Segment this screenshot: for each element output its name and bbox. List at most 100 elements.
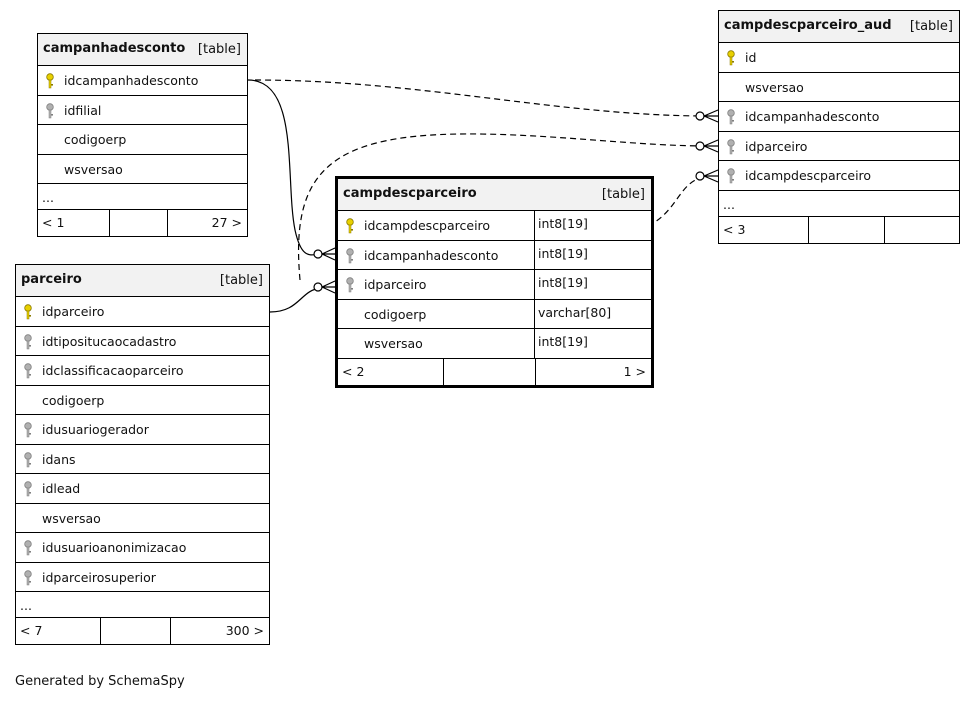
column-row[interactable]: idcampanhadesconto: [38, 66, 247, 96]
column-list: idcampdescparceiro int8[19]idcampanhadesc…: [338, 211, 651, 359]
column-row[interactable]: idans: [16, 445, 269, 474]
column-name: codigoerp: [64, 132, 127, 147]
column-list: idparceiro idtipositucaocadastro idclassif…: [16, 297, 269, 592]
primary-key-icon: [345, 218, 355, 234]
crowfoot-marker-3: [695, 109, 719, 123]
table-footer: < 3: [719, 216, 959, 243]
column-row[interactable]: idcampanhadesconto: [719, 102, 959, 132]
column-row[interactable]: codigoerp: [16, 386, 269, 415]
parents-count[interactable]: < 3: [723, 221, 746, 237]
table-footer: < 2 1 >: [338, 358, 651, 385]
foreign-key-icon: [23, 422, 33, 438]
column-row[interactable]: idcampdescparceiro int8[19]: [338, 211, 651, 241]
primary-key-icon: [23, 304, 33, 320]
foreign-key-icon: [23, 333, 33, 350]
table-type: [table]: [197, 42, 241, 57]
column-name: idparceiro: [42, 304, 105, 319]
column-name: idcampanhadesconto: [64, 73, 199, 88]
column-row[interactable]: idfilial: [38, 96, 247, 125]
foreign-key-icon: [45, 102, 55, 119]
children-count[interactable]: 300 >: [225, 623, 264, 638]
foreign-key-icon: [726, 168, 736, 184]
table-campanhadesconto[interactable]: campanhadesconto [table] idcampanhadesco…: [37, 33, 248, 237]
edge-campdescparceiro-aud: [647, 175, 709, 227]
column-name: idparceirosuperior: [42, 569, 156, 585]
table-type: [table]: [909, 19, 953, 34]
column-name: idcampdescparceiro: [745, 168, 872, 183]
edge-parceiro-campdescparceiro: [269, 287, 322, 313]
table-campdescparceiro-aud[interactable]: campdescparceiro_aud [table] id wsversao i…: [718, 10, 960, 244]
table-name: campdescparceiro: [343, 186, 477, 201]
column-row[interactable]: idparceiro: [16, 297, 269, 327]
foreign-key-icon: [726, 138, 736, 155]
column-row[interactable]: wsversao: [38, 155, 247, 184]
parents-count[interactable]: < 7: [20, 623, 43, 638]
table-footer: < 1 27 >: [38, 210, 247, 236]
parents-count[interactable]: < 1: [42, 215, 65, 230]
table-type: [table]: [219, 273, 263, 288]
generated-by-label: Generated by SchemaSpy: [15, 674, 185, 689]
table-parceiro[interactable]: parceiro [table] idparceiro idtipositucao…: [15, 264, 270, 645]
edge-parceiro-aud: [298, 133, 709, 281]
column-name: codigoerp: [42, 392, 105, 408]
foreign-key-icon: [726, 109, 736, 125]
column-name: id: [745, 50, 757, 65]
more-columns[interactable]: ...: [38, 184, 247, 210]
column-row[interactable]: wsversao: [719, 73, 959, 102]
column-name: idans: [42, 451, 76, 467]
column-row[interactable]: idclassificacaoparceiro: [16, 356, 269, 386]
column-row[interactable]: idcampdescparceiro: [719, 161, 959, 191]
column-name: idcampdescparceiro: [364, 218, 491, 233]
more-columns[interactable]: ...: [16, 592, 269, 618]
column-row[interactable]: id: [719, 43, 959, 73]
column-name: wsversao: [745, 79, 804, 95]
table-header: campdescparceiro [table]: [338, 179, 651, 211]
crowfoot-marker-4: [695, 139, 719, 153]
parents-count[interactable]: < 2: [342, 363, 365, 379]
column-name: idusuarioanonimizacao: [42, 540, 187, 555]
column-row[interactable]: idparceirosuperior: [16, 563, 269, 592]
foreign-key-icon: [23, 540, 33, 556]
table-name: parceiro: [21, 272, 82, 287]
column-type: int8[19]: [534, 211, 633, 240]
column-name: idcampanhadesconto: [745, 109, 880, 124]
table-type: [table]: [601, 187, 645, 202]
edge-campanhadesconto-campdescparceiro: [247, 79, 322, 256]
column-name: codigoerp: [364, 306, 427, 322]
column-row[interactable]: idusuarioanonimizacao: [16, 533, 269, 563]
column-row[interactable]: idparceiro: [719, 132, 959, 161]
children-count[interactable]: 27 >: [211, 215, 242, 230]
edge-campanhadesconto-aud: [254, 79, 709, 117]
column-row[interactable]: idtipositucaocadastro: [16, 327, 269, 356]
column-row[interactable]: codigoerp: [38, 125, 247, 155]
crowfoot-marker-5: [695, 169, 719, 183]
children-count[interactable]: 1 >: [623, 363, 646, 379]
column-name: wsversao: [42, 510, 101, 526]
column-name: wsversao: [364, 336, 423, 351]
column-name: idusuariogerador: [42, 422, 149, 437]
foreign-key-icon: [23, 451, 33, 468]
more-columns[interactable]: ...: [719, 191, 959, 217]
foreign-key-icon: [345, 247, 355, 264]
table-header: parceiro [table]: [16, 265, 269, 297]
foreign-key-icon: [23, 481, 33, 497]
column-list: idcampanhadesconto idfilial codigoerp wsver…: [38, 66, 247, 184]
foreign-key-icon: [23, 569, 33, 586]
table-campdescparceiro[interactable]: campdescparceiro [table] idcampdescparce…: [335, 176, 654, 388]
column-type: int8[19]: [534, 240, 633, 269]
column-row[interactable]: idusuariogerador: [16, 415, 269, 445]
column-row[interactable]: idlead: [16, 474, 269, 504]
column-name: idtipositucaocadastro: [42, 333, 177, 349]
foreign-key-icon: [23, 363, 33, 379]
crowfoot-marker-1: [313, 247, 336, 261]
column-row[interactable]: wsversao: [16, 504, 269, 533]
column-type: varchar[80]: [534, 299, 633, 328]
column-type: int8[19]: [534, 270, 633, 299]
column-row[interactable]: codigoerp varchar[80]: [338, 299, 651, 329]
table-footer: < 7 300 >: [16, 618, 269, 644]
table-header: campdescparceiro_aud [table]: [719, 11, 959, 43]
